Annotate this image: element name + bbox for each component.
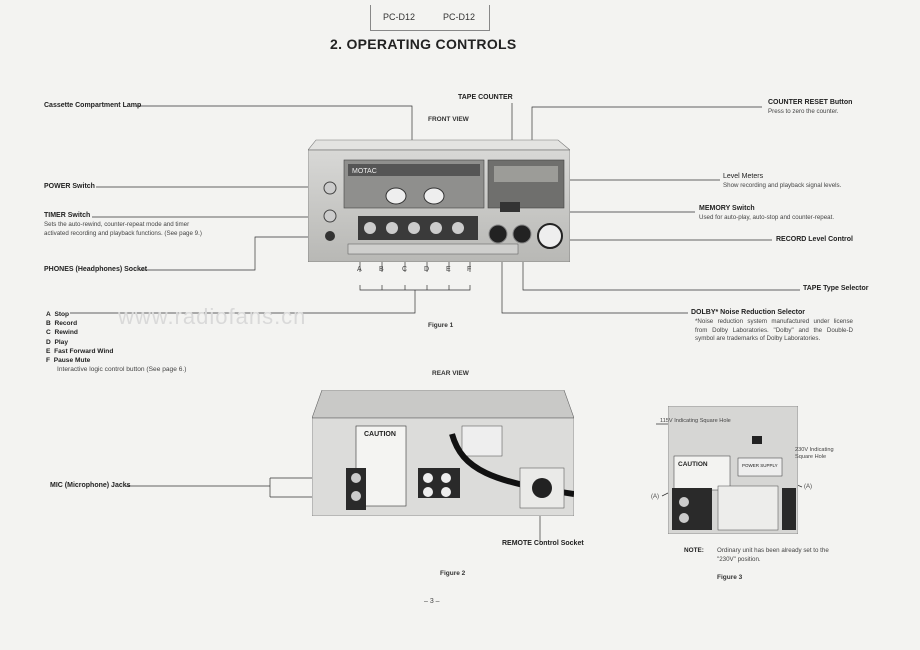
letter-b: B bbox=[379, 266, 384, 273]
tape-type-label: TAPE Type Selector bbox=[803, 285, 869, 292]
tape-counter-label: TAPE COUNTER bbox=[458, 94, 513, 101]
note-text: Ordinary unit has been already set to th… bbox=[717, 547, 829, 563]
a-left-label: (A) bbox=[651, 494, 659, 500]
timer-switch-label: TIMER Switch bbox=[44, 212, 91, 219]
figure-2-caption: Figure 2 bbox=[440, 570, 466, 577]
note-label: NOTE: bbox=[684, 547, 704, 554]
letter-d: D bbox=[424, 266, 430, 273]
deck-brand: MOTAC bbox=[352, 168, 377, 175]
front-view-title: FRONT VIEW bbox=[428, 116, 469, 123]
model-right: PC-D12 bbox=[443, 12, 476, 22]
cassette-lamp-label: Cassette Compartment Lamp bbox=[44, 102, 142, 109]
legend-item: B Record bbox=[46, 320, 78, 328]
timer-switch-desc: Sets the auto-rewind, counter-repeat mod… bbox=[44, 221, 202, 237]
fig3-caution: CAUTION bbox=[678, 461, 708, 468]
v115-label: 115V Indicating Square Hole bbox=[660, 418, 731, 424]
letter-c: C bbox=[402, 266, 408, 273]
legend-item: D Play bbox=[46, 338, 69, 346]
counter-reset-desc: Press to zero the counter. bbox=[768, 108, 839, 115]
legend-note: Interactive logic control button (See pa… bbox=[57, 366, 187, 374]
model-left: PC-D12 bbox=[383, 12, 416, 22]
dolby-label: DOLBY* Noise Reduction Selector bbox=[691, 309, 805, 316]
level-meters-desc: Show recording and playback signal level… bbox=[723, 182, 842, 189]
legend-item: C Rewind bbox=[46, 329, 78, 337]
legend-item: E Fast Forward Wind bbox=[46, 347, 114, 355]
dolby-desc: *Noise reduction system manufactured und… bbox=[695, 318, 853, 343]
counter-reset-label: COUNTER RESET Button bbox=[768, 99, 853, 106]
phones-label: PHONES (Headphones) Socket bbox=[44, 266, 148, 273]
power-switch-label: POWER Switch bbox=[44, 183, 95, 190]
watermark: www.radiofans.cn bbox=[118, 304, 307, 329]
letter-e: E bbox=[446, 266, 451, 273]
memory-switch-label: MEMORY Switch bbox=[699, 205, 755, 212]
level-meters-label: Level Meters bbox=[723, 173, 764, 180]
rear-deck-image: CAUTION bbox=[311, 389, 575, 517]
mic-jacks-label: MIC (Microphone) Jacks bbox=[50, 482, 131, 489]
figure-1-caption: Figure 1 bbox=[428, 322, 454, 329]
front-deck-image: MOTAC bbox=[307, 130, 571, 263]
record-level-label: RECORD Level Control bbox=[776, 236, 854, 243]
a-right-label: (A) bbox=[804, 484, 812, 490]
figure-3-caption: Figure 3 bbox=[717, 574, 743, 581]
power-supply-image: CAUTION POWER SUPPLY bbox=[667, 405, 799, 535]
rear-caution: CAUTION bbox=[364, 431, 396, 438]
page-number: – 3 – bbox=[424, 598, 440, 605]
legend-item: F Pause Mute bbox=[46, 357, 91, 365]
rear-view-title: REAR VIEW bbox=[432, 370, 469, 377]
header-box: PC-D12 PC-D12 bbox=[370, 5, 490, 31]
button-legend: A Stop B Record C Rewind D Play E Fast F… bbox=[46, 310, 186, 374]
page-title: 2. OPERATING CONTROLS bbox=[330, 36, 517, 52]
letter-a: A bbox=[357, 266, 362, 273]
legend-item: A Stop bbox=[46, 311, 70, 318]
power-supply-text: POWER SUPPLY bbox=[742, 463, 778, 468]
letter-f: F bbox=[467, 266, 472, 273]
v230-label: 230V Indicating Square Hole bbox=[795, 447, 834, 460]
memory-switch-desc: Used for auto-play, auto-stop and counte… bbox=[699, 214, 835, 221]
remote-socket-label: REMOTE Control Socket bbox=[502, 540, 584, 547]
